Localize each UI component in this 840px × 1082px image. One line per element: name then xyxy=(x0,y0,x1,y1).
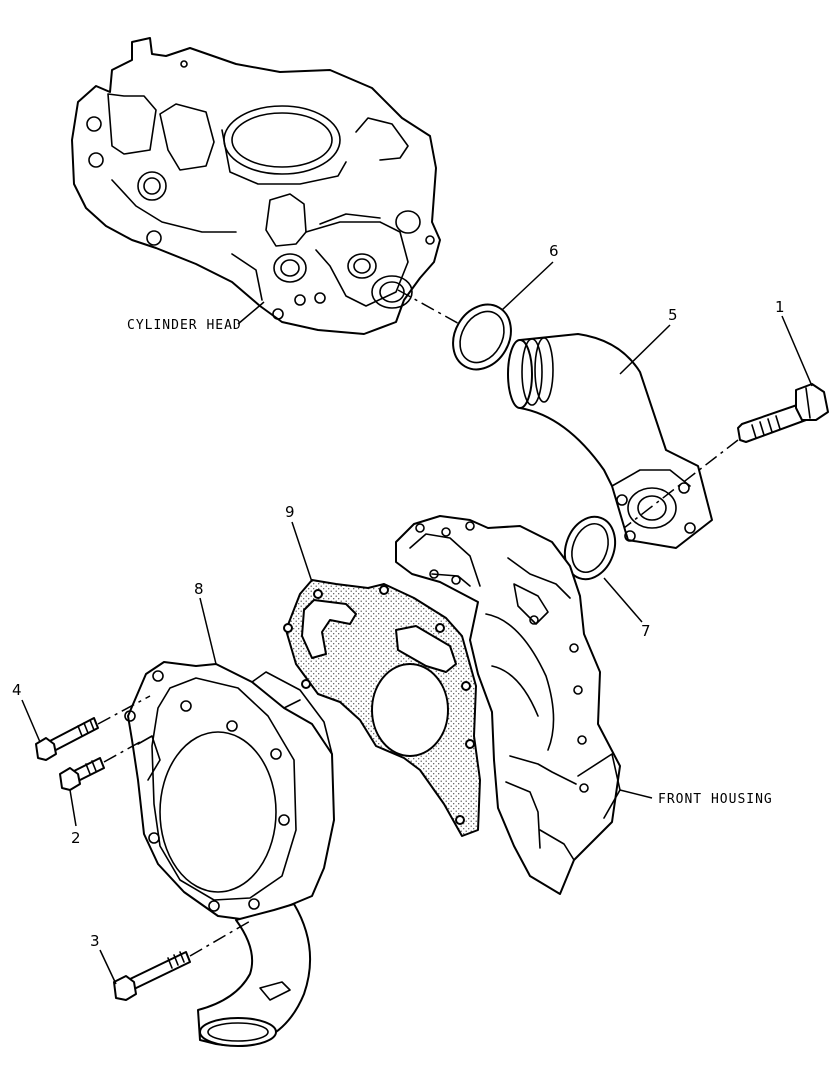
callout-6: 6 xyxy=(549,242,559,260)
cylinder-head-leader xyxy=(237,301,265,325)
bolt-3 xyxy=(113,951,191,1001)
callout-1: 1 xyxy=(775,298,785,316)
front-housing-leader xyxy=(619,789,653,799)
bolt-2 xyxy=(59,757,105,791)
callout-9: 9 xyxy=(285,503,295,521)
callout-2: 2 xyxy=(71,829,81,847)
tube-5 xyxy=(507,333,713,549)
cylinder-head xyxy=(71,37,441,335)
gasket-6 xyxy=(452,303,512,371)
callout-8: 8 xyxy=(194,580,204,598)
gasket-9 xyxy=(283,579,481,837)
callout-7: 7 xyxy=(641,622,651,640)
callout-3: 3 xyxy=(90,932,100,950)
callout-4: 4 xyxy=(12,681,22,699)
bolt-1-centerline xyxy=(623,439,739,529)
pump-housing-8 xyxy=(124,661,335,1047)
bolt-4 xyxy=(35,717,99,761)
cylinder-head-label: CYLINDER HEAD xyxy=(127,318,242,333)
callout-5: 5 xyxy=(668,306,678,324)
gasket-7 xyxy=(563,515,617,581)
bolt-1 xyxy=(737,383,829,443)
front-housing-label: FRONT HOUSING xyxy=(658,792,773,807)
front-housing xyxy=(395,515,621,895)
